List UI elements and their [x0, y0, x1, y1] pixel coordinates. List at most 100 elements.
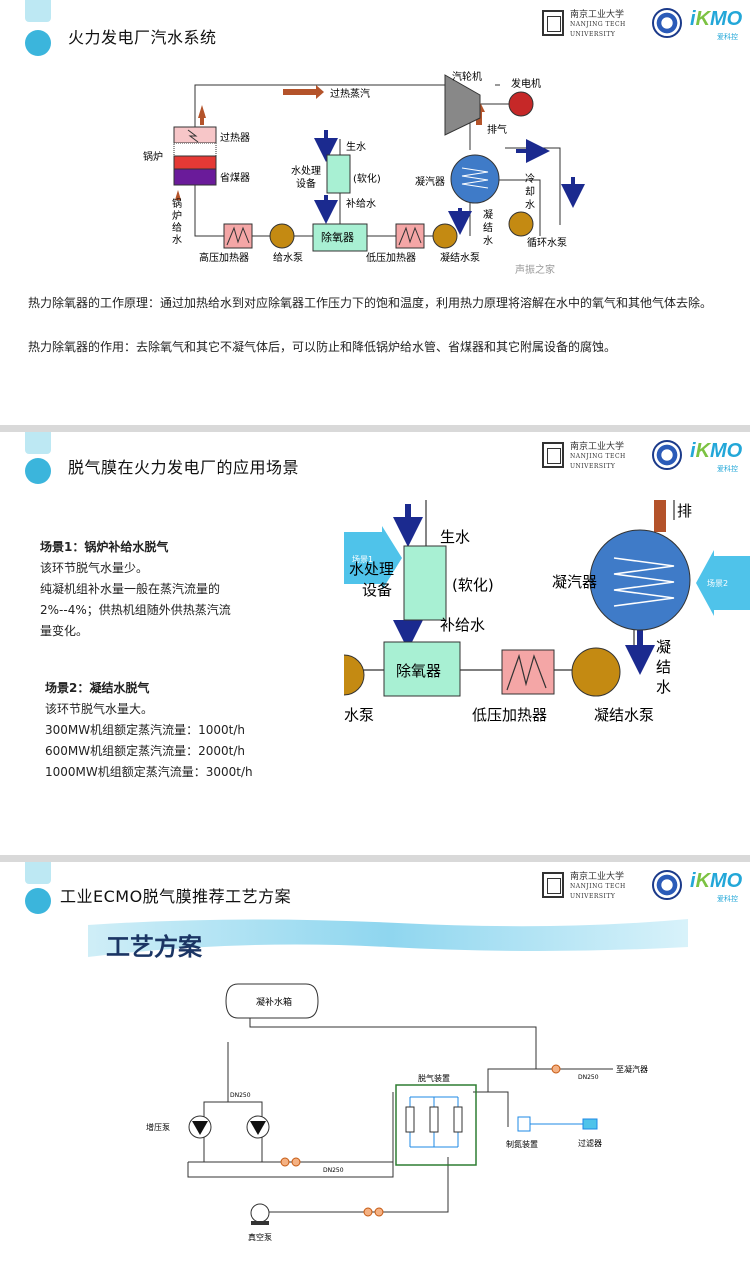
scene1-line: 2%--4%；供热机组随外供热蒸汽流 [40, 603, 231, 617]
scene1-tag-arrow [344, 526, 402, 590]
label-dn-c: DN250 [578, 1074, 599, 1081]
label-cooling-1: 却 [525, 186, 535, 198]
label-makeup: 补给水 [440, 616, 485, 634]
slide-tab-decoration [25, 0, 51, 22]
label-water-treatment-1: 设备 [362, 581, 392, 599]
label-feed-pump: 给水泵 [273, 251, 303, 264]
scene1-line: 纯凝机组补水量一般在蒸汽流量的 [40, 582, 221, 596]
label-condenser: 凝汽器 [552, 573, 597, 591]
label-hp-heater: 高压加热器 [199, 251, 249, 264]
seal-logo-icon [652, 440, 682, 470]
banner-title: 工艺方案 [106, 933, 203, 961]
label-condensate-2: 水 [483, 235, 493, 247]
label-softened: (软化) [452, 576, 494, 594]
label-n2-device: 制氮装置 [506, 1139, 538, 1149]
label-raw-water: 生水 [440, 528, 470, 546]
label-condenser: 凝汽器 [415, 175, 445, 188]
label-water-treatment-0: 水处理 [349, 560, 394, 578]
label-filter: 过滤器 [578, 1138, 602, 1148]
water-treatment-box [403, 545, 447, 621]
label-dn-a: DN250 [230, 1092, 251, 1099]
red-arrow-up [198, 105, 206, 118]
label-superheater: 过热器 [220, 131, 250, 144]
slide-tab-decoration [25, 432, 51, 454]
economizer-block [173, 155, 217, 170]
seal-logo-icon [652, 870, 682, 900]
university-emblem-icon [542, 872, 564, 898]
process-scheme-diagram: 工艺方案 凝补水箱 脱气装置 制氮 [88, 919, 688, 1242]
label-cooling-2: 水 [525, 199, 535, 211]
seal-logo-icon [652, 8, 682, 38]
label-condensate-1: 结 [483, 221, 493, 234]
scene1-line: 量变化。 [40, 624, 89, 638]
ikmo-logo: iKMO [690, 440, 743, 462]
scene2-text: 场景2：凝结水脱气 该环节脱气水量大。 300MW机组额定蒸汽流量：1000t/… [45, 678, 315, 783]
label-turbine: 汽轮机 [452, 70, 482, 83]
scene1-tag-label: 场景1 [352, 555, 373, 564]
scene1-text: 场景1：锅炉补给水脱气 该环节脱气水量少。 纯凝机组补水量一般在蒸汽流量的 2%… [40, 537, 300, 642]
paragraph-principle: 热力除氧器的工作原理：通过加热给水到对应除氧器工作压力下的饱和温度，利用热力原理… [28, 296, 713, 310]
ikmo-logo-subtitle: 爱科控 [717, 33, 738, 41]
label-tank: 凝补水箱 [256, 996, 292, 1008]
label-exhaust: 排气 [487, 123, 507, 136]
label-to-condenser: 至凝汽器 [616, 1064, 648, 1074]
label-booster-pump: 增压泵 [146, 1122, 170, 1132]
feed-pump-icon [269, 223, 295, 249]
ikmo-logo-subtitle: 爱科控 [717, 465, 738, 473]
condenser-icon [450, 154, 500, 204]
deaerator-box [312, 223, 368, 252]
scene2-heading: 场景2：凝结水脱气 [45, 681, 150, 695]
steam-water-system-diagram: 过热蒸汽 汽轮机 发电机 排气 过热器 锅炉 省煤器 锅 炉 给 水 生水 水处… [143, 70, 585, 276]
label-condensate-1: 结 [656, 658, 671, 676]
tank-icon [225, 983, 319, 1019]
label-boiler-feed-2: 给 [172, 221, 182, 234]
condenser-icon [589, 529, 691, 631]
scene2-line: 600MW机组额定蒸汽流量：2000t/h [45, 744, 246, 758]
label-exhaust: 排 [677, 502, 692, 520]
generator-icon [508, 91, 534, 117]
vacuum-pump-icon [250, 1203, 270, 1223]
red-arrow-right [283, 85, 324, 99]
title-bullet-dot [25, 458, 51, 484]
circ-pump-icon [508, 211, 534, 237]
degas-scenario-diagram: 场景1 场景2 生水 水处理 设备 (软化) 补给水 除氧器 低压加热器 凝结水… [344, 500, 750, 724]
label-economizer: 省煤器 [220, 171, 250, 184]
label-superheated-steam: 过热蒸汽 [330, 87, 370, 100]
title-bullet-dot [25, 888, 51, 914]
label-condensate-0: 凝 [656, 638, 671, 656]
label-lp-heater: 低压加热器 [472, 706, 547, 724]
label-condensate-2: 水 [656, 678, 671, 696]
lp-heater-box [395, 223, 425, 249]
label-boiler-feed-3: 水 [172, 234, 182, 246]
slide-title: 脱气膜在火力发电厂的应用场景 [68, 458, 300, 477]
label-raw-water: 生水 [346, 140, 366, 153]
label-makeup: 补给水 [346, 197, 376, 210]
condensate-pump-icon [571, 647, 621, 697]
slide-title: 工业ECMO脱气膜推荐工艺方案 [60, 887, 292, 906]
label-lp-heater: 低压加热器 [366, 251, 416, 264]
scene1-heading: 场景1：锅炉补给水脱气 [40, 540, 169, 554]
hp-heater-box [223, 223, 253, 249]
scene2-tag-arrow [696, 550, 750, 616]
label-boiler: 锅炉 [143, 151, 163, 163]
condensate-pump-icon [432, 223, 458, 249]
label-cooling-0: 冷 [525, 172, 535, 185]
label-boiler-feed-0: 锅 [172, 198, 182, 210]
watermark-text: 声振之家 [515, 263, 555, 276]
university-emblem-icon [542, 10, 564, 36]
scene2-line: 300MW机组额定蒸汽流量：1000t/h [45, 723, 246, 737]
scene1-line: 该环节脱气水量少。 [40, 561, 149, 575]
university-emblem-icon [542, 442, 564, 468]
label-pump-left: 水泵 [344, 706, 374, 724]
label-generator: 发电机 [511, 77, 541, 90]
ikmo-logo: iKMO [690, 870, 743, 892]
label-cond-pump: 凝结水泵 [594, 706, 654, 724]
